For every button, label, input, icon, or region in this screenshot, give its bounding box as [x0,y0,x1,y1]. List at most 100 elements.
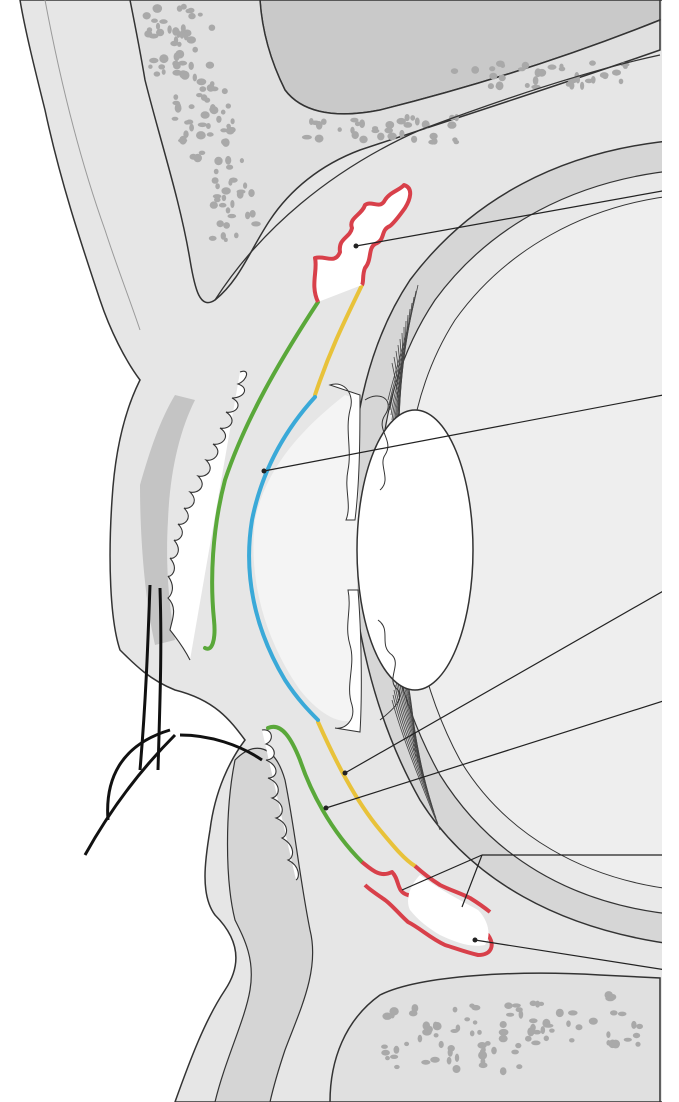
bone-marrow-dot [522,62,529,69]
bone-marrow-dot [619,79,624,85]
bone-marrow-dot [225,156,231,165]
bone-marrow-dot [214,169,219,175]
bone-marrow-dot [589,60,596,65]
bone-marrow-dot [245,212,250,220]
bone-marrow-dot [381,1050,390,1056]
bone-marrow-dot [610,1010,618,1015]
bone-marrow-dot [187,36,196,43]
bone-marrow-dot [215,183,220,189]
bone-marrow-dot [198,123,207,128]
bone-marrow-dot [219,203,227,208]
bone-marrow-dot [206,123,211,129]
bone-marrow-dot [217,220,224,227]
bone-marrow-dot [541,1026,546,1034]
bone-marrow-dot [192,47,198,53]
bone-marrow-dot [410,115,415,121]
bone-marrow-dot [618,1012,627,1017]
bone-marrow-dot [397,118,406,125]
bone-marrow-dot [479,1062,488,1068]
bone-marrow-dot [387,133,396,141]
bone-marrow-dot [189,104,195,109]
bone-marrow-dot [453,1007,458,1013]
bone-marrow-dot [212,177,219,184]
bone-marrow-dot [542,1019,550,1028]
bone-marrow-dot [635,1042,640,1047]
bone-marrow-dot [454,140,460,144]
bone-marrow-dot [473,1020,478,1024]
bone-marrow-dot [186,9,192,14]
bone-marrow-dot [531,1041,540,1046]
bone-marrow-dot [605,995,615,1001]
bone-marrow-dot [500,1067,507,1075]
bone-marrow-dot [220,128,227,132]
bone-marrow-dot [431,138,437,145]
bone-marrow-dot [148,65,152,69]
bone-marrow-dot [179,136,187,145]
bone-marrow-dot [189,62,194,70]
bone-marrow-dot [143,12,151,19]
bone-marrow-dot [447,1057,452,1065]
lens [357,410,473,690]
bone-marrow-dot [585,79,593,84]
bone-marrow-dot [156,29,164,37]
bone-marrow-dot [243,182,247,188]
bone-marrow-dot [214,157,222,165]
bone-marrow-dot [315,135,324,143]
bone-marrow-dot [450,1029,458,1033]
bone-marrow-dot [196,93,202,97]
bone-marrow-dot [411,136,417,143]
bone-marrow-dot [230,127,236,133]
bone-marrow-dot [197,78,207,85]
bone-marrow-dot [464,1017,470,1021]
bone-marrow-dot [529,1018,538,1023]
bone-marrow-dot [489,66,495,71]
bone-marrow-dot [175,50,184,59]
bone-marrow-dot [228,214,237,218]
bone-marrow-dot [222,138,229,147]
bone-marrow-dot [154,71,161,76]
bone-marrow-dot [471,1005,480,1011]
bone-marrow-dot [159,19,167,24]
bone-marrow-dot [556,1009,564,1017]
bone-marrow-dot [606,1031,610,1038]
bone-marrow-dot [213,194,222,198]
bone-marrow-dot [394,1065,400,1069]
bone-marrow-dot [237,190,246,194]
bone-marrow-dot [455,1054,459,1062]
bone-marrow-dot [170,41,178,46]
bone-marrow-dot [151,19,158,23]
bone-marrow-dot [504,1002,512,1009]
bone-marrow-dot [415,118,420,126]
bone-marrow-dot [223,222,230,229]
bone-marrow-dot [359,136,367,144]
bone-marrow-dot [178,61,187,66]
bone-marrow-dot [499,1029,509,1036]
bone-marrow-dot [186,120,193,125]
bone-marrow-dot [350,118,358,123]
bone-marrow-dot [611,1040,620,1049]
bone-marrow-dot [251,221,261,226]
bone-marrow-dot [511,1050,519,1055]
bone-marrow-dot [530,1024,536,1032]
bone-marrow-dot [230,200,234,208]
bone-marrow-dot [427,1026,433,1033]
bone-marrow-dot [177,5,183,11]
bone-marrow-dot [451,68,458,74]
bone-marrow-dot [636,1024,643,1029]
bone-marrow-dot [569,1038,575,1042]
bone-marrow-dot [193,74,197,82]
bone-marrow-dot [600,72,609,78]
bone-marrow-dot [496,84,503,89]
bone-marrow-dot [394,1046,400,1054]
bone-marrow-dot [525,1036,532,1042]
bone-marrow-dot [568,1010,578,1015]
bone-marrow-dot [350,127,354,134]
bone-marrow-dot [222,88,228,94]
bone-marrow-dot [525,83,530,88]
bone-marrow-dot [199,151,206,155]
bone-marrow-dot [221,187,230,194]
bone-marrow-dot [533,76,539,85]
bone-marrow-dot [548,64,557,69]
bone-marrow-dot [167,25,171,34]
